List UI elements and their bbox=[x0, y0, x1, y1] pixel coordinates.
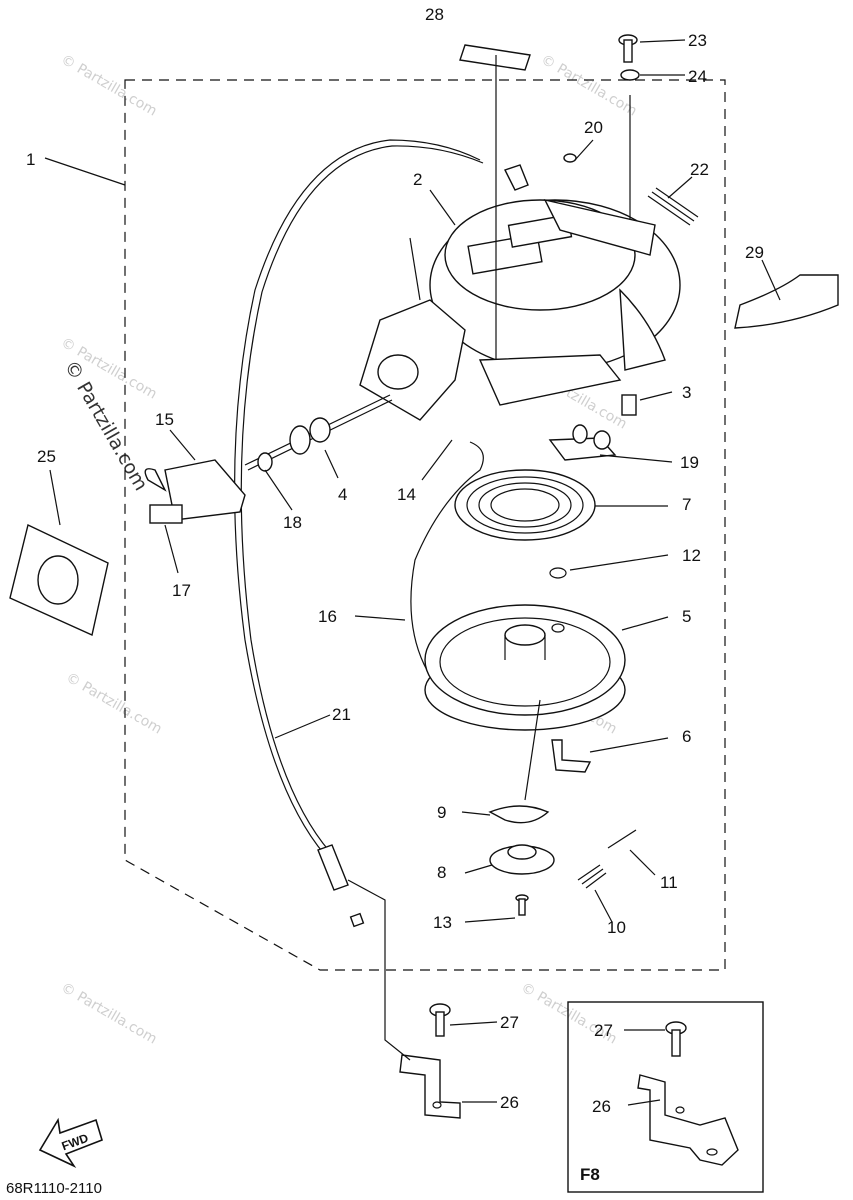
seal-plate bbox=[9, 523, 109, 636]
leader-lines bbox=[44, 39, 781, 1103]
callout-17: 17 bbox=[172, 581, 191, 600]
callout-8: 8 bbox=[437, 863, 446, 882]
fwd-arrow: FWD bbox=[38, 1117, 103, 1168]
callout-24: 24 bbox=[688, 67, 707, 86]
callout-22: 22 bbox=[690, 160, 709, 179]
starter-case bbox=[359, 198, 681, 421]
label-28 bbox=[459, 44, 531, 71]
callout-13: 13 bbox=[433, 913, 452, 932]
inset-f8: 27 26 F8 bbox=[567, 1001, 764, 1193]
inset-callout-26: 26 bbox=[592, 1097, 611, 1116]
washer-24 bbox=[620, 69, 640, 81]
callout-21: 21 bbox=[332, 705, 351, 724]
watermark: © Partzilla.com bbox=[63, 670, 165, 738]
callout-29: 29 bbox=[745, 243, 764, 262]
callout-18: 18 bbox=[283, 513, 302, 532]
callout-6: 6 bbox=[682, 727, 691, 746]
pawl-6 bbox=[551, 739, 592, 773]
cable-end-fitting bbox=[504, 164, 529, 191]
callout-5: 5 bbox=[682, 607, 691, 626]
callout-15: 15 bbox=[155, 410, 174, 429]
callout-1: 1 bbox=[26, 150, 35, 169]
callout-11: 11 bbox=[660, 873, 678, 892]
clip-12 bbox=[549, 567, 567, 579]
cable bbox=[410, 441, 484, 691]
bracket-26 bbox=[399, 1054, 461, 1119]
callout-10: 10 bbox=[607, 918, 626, 937]
cable-pin bbox=[349, 912, 365, 928]
callout-27: 27 bbox=[500, 1013, 519, 1032]
rod-11 bbox=[607, 829, 637, 849]
pin-20 bbox=[563, 153, 577, 163]
watermark: © Partzilla.com bbox=[58, 980, 160, 1048]
drive-plate bbox=[489, 844, 555, 875]
callout-20: 20 bbox=[584, 118, 603, 137]
inset-label: F8 bbox=[580, 1165, 600, 1184]
pulley bbox=[424, 604, 626, 731]
callout-28: 28 bbox=[425, 5, 444, 24]
callout-14: 14 bbox=[397, 485, 416, 504]
callout-19: 19 bbox=[680, 453, 699, 472]
callout-16: 16 bbox=[318, 607, 337, 626]
diagram-code: 68R1110-2110 bbox=[6, 1180, 102, 1197]
assembly-boundary bbox=[124, 79, 726, 971]
grommet bbox=[289, 425, 311, 455]
bolt-23 bbox=[618, 34, 638, 63]
plate bbox=[149, 504, 183, 524]
bolt-27 bbox=[429, 1003, 451, 1037]
callout-26: 26 bbox=[500, 1093, 519, 1112]
spring-22 bbox=[647, 187, 699, 226]
collar bbox=[257, 452, 273, 472]
callout-23: 23 bbox=[688, 31, 707, 50]
cable-end-fitting bbox=[317, 844, 349, 891]
watermark: © Partzilla.com bbox=[58, 52, 160, 120]
callout-9: 9 bbox=[437, 803, 446, 822]
callout-3: 3 bbox=[682, 383, 691, 402]
bolt-13 bbox=[515, 894, 529, 916]
callout-7: 7 bbox=[682, 495, 691, 514]
friction-plate bbox=[488, 805, 550, 824]
cable-edge bbox=[240, 145, 484, 853]
clip bbox=[144, 468, 167, 492]
decal-29 bbox=[734, 274, 839, 329]
callout-12: 12 bbox=[682, 546, 701, 565]
inset-callout-27: 27 bbox=[594, 1021, 613, 1040]
callout-4: 4 bbox=[338, 485, 347, 504]
spring-10 bbox=[577, 864, 607, 889]
callout-labels: 1 2 3 4 5 6 7 8 9 10 11 12 13 14 15 16 1… bbox=[26, 5, 764, 1112]
recoil-spring bbox=[454, 469, 596, 541]
callout-2: 2 bbox=[413, 170, 422, 189]
cable bbox=[233, 139, 481, 856]
bushing bbox=[621, 394, 637, 416]
callout-25: 25 bbox=[37, 447, 56, 466]
